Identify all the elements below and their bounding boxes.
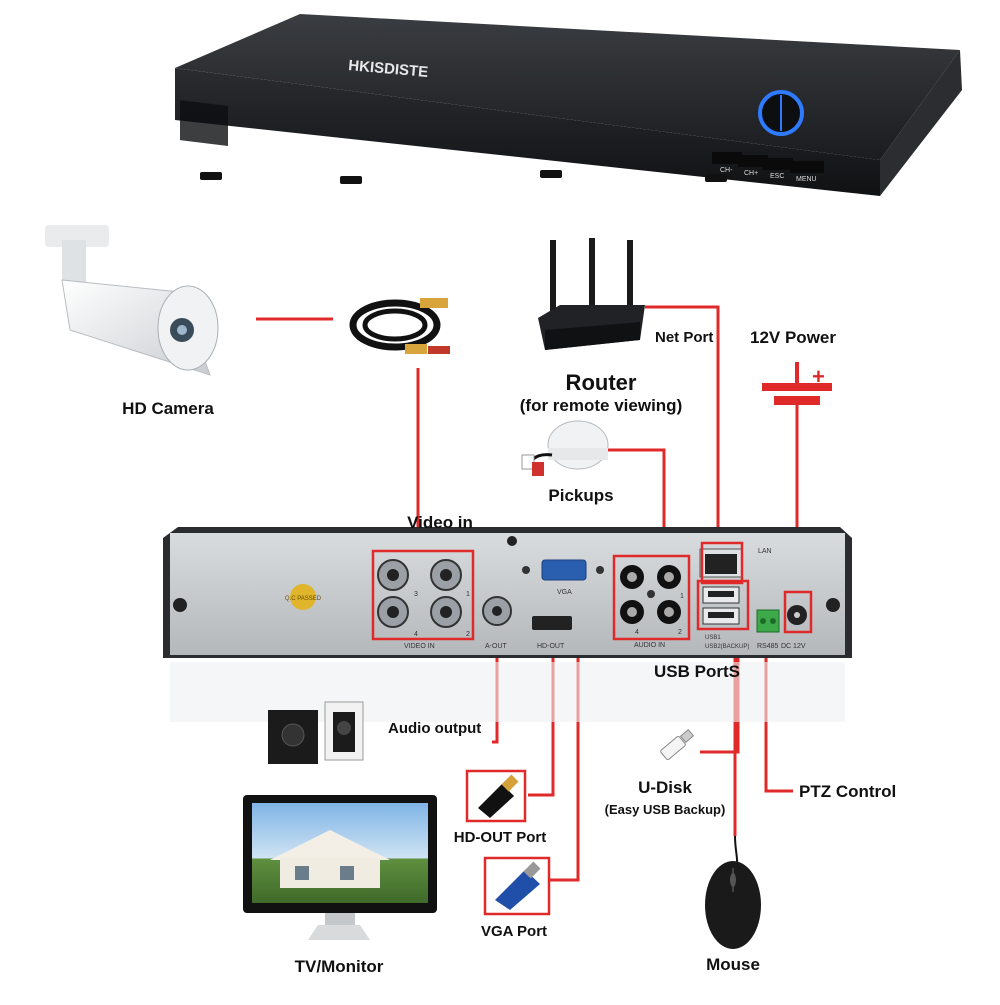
- hd-out-port: [532, 616, 572, 630]
- video-in-label: Video in: [407, 513, 473, 532]
- vga-port-label: VGA Port: [480, 923, 548, 940]
- router-sublabel: (for remote viewing): [519, 396, 683, 415]
- u-disk-sublabel: (Easy USB Backup): [604, 802, 726, 817]
- vga-port: VGA: [522, 559, 604, 596]
- cable-coil-image: [349, 298, 450, 354]
- port-number: 4: [635, 629, 639, 636]
- pickup-microphone-image: [521, 420, 609, 476]
- vga-cable-image: [483, 856, 551, 916]
- vga-label: VGA: [557, 589, 572, 596]
- front-buttons: CH- CH+ ESC MENU: [712, 152, 824, 183]
- rs485-label: RS485: [757, 643, 779, 650]
- front-button-label: CH+: [744, 170, 758, 177]
- lan-label: LAN: [758, 548, 772, 555]
- port-number: 3: [414, 591, 418, 598]
- usb-ports: USB1 USB2(BACKUP): [696, 579, 749, 650]
- usb-ports-label: USB PortS: [654, 662, 740, 681]
- pickups-label: Pickups: [548, 486, 614, 505]
- port-number: 2: [678, 629, 682, 636]
- dvr-front-view: CH- CH+ ESC MENU HKISDISTE: [175, 14, 962, 196]
- hdmi-cable-image: [465, 769, 527, 823]
- qc-sticker: [290, 584, 316, 610]
- port-number: 2: [466, 631, 470, 638]
- tv-monitor-label: TV/Monitor: [294, 957, 384, 976]
- router-label: Router: [565, 370, 637, 395]
- tv-monitor-image: [243, 795, 437, 940]
- port-number: 1: [466, 591, 470, 598]
- lan-port: [705, 554, 737, 574]
- audio-in-ports: 3 1 4 2 AUDIO IN: [612, 554, 691, 649]
- port-number: 4: [414, 631, 418, 638]
- front-button-label: MENU: [796, 176, 817, 183]
- hd-camera-image: [45, 225, 219, 376]
- u-disk-icon: [660, 729, 695, 760]
- port-number: 1: [680, 593, 684, 600]
- a-out-label: A-OUT: [485, 643, 508, 650]
- rs485-terminal: [756, 609, 780, 633]
- brand-logo: HKISDISTE: [348, 57, 429, 81]
- hd-out-label: HD-OUT: [537, 643, 565, 650]
- front-button-label: CH-: [720, 167, 733, 174]
- video-in-port-label: VIDEO IN: [404, 643, 435, 650]
- dc-label: DC 12V: [781, 643, 806, 650]
- net-port-label: Net Port: [655, 329, 714, 346]
- power-label: 12V Power: [750, 328, 836, 347]
- front-button-label: ESC: [770, 173, 784, 180]
- usb2-label: USB2(BACKUP): [705, 644, 749, 650]
- u-disk-label: U-Disk: [638, 778, 692, 797]
- mouse-image: [705, 835, 761, 949]
- audio-output-label: Audio output: [388, 720, 482, 737]
- svg-text:+: +: [812, 364, 825, 389]
- dc-power-icon: +: [762, 362, 832, 405]
- video-in-ports: 3 1 4 2 VIDEO IN: [371, 549, 475, 650]
- hd-camera-label: HD Camera: [122, 399, 214, 418]
- dvr-rear-panel: Q.C PASSED 3 1 4 2 VIDEO IN A-OUT VGA HD…: [163, 527, 852, 658]
- audio-in-label: AUDIO IN: [634, 642, 665, 649]
- speakers-image: [268, 701, 364, 764]
- port-number: 3: [648, 593, 652, 600]
- ptz-control-label: PTZ Control: [799, 782, 897, 801]
- usb1-label: USB1: [705, 635, 721, 641]
- router-image: [538, 238, 645, 350]
- qc-label: Q.C PASSED: [285, 596, 322, 602]
- mouse-label: Mouse: [706, 955, 760, 974]
- hd-out-port-label: HD-OUT Port: [453, 829, 547, 846]
